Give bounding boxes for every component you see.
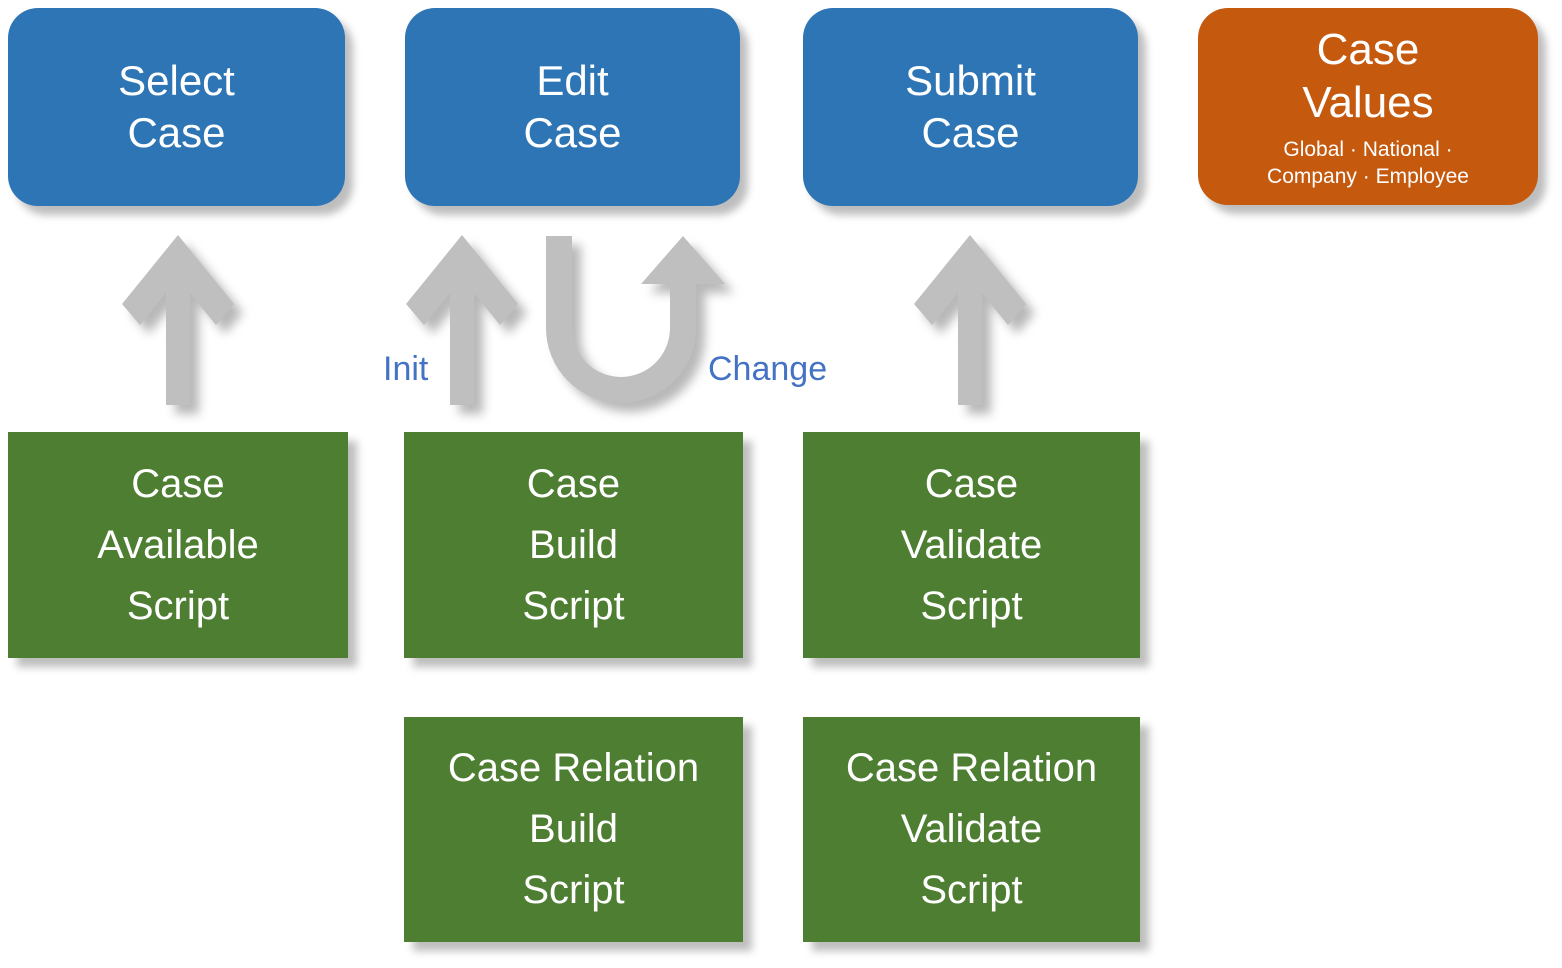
case-available-script-box: Case Available Script: [8, 432, 348, 658]
case-build-script-label: Case Build Script: [522, 461, 625, 628]
u-turn-arrow-icon-change: [546, 236, 696, 403]
case-values-box: Case Values Global · National · Company …: [1198, 8, 1538, 205]
change-label: Change: [708, 350, 828, 388]
up-arrow-icon-submit: [914, 235, 1026, 405]
case-values-title: Case Values: [1302, 25, 1434, 127]
case-build-script-box: Case Build Script: [404, 432, 743, 658]
submit-case-label: Submit Case: [905, 57, 1036, 156]
edit-case-box: Edit Case: [405, 8, 740, 206]
select-case-label: Select Case: [118, 57, 235, 156]
select-case-box: Select Case: [8, 8, 345, 206]
case-available-script-label: Case Available Script: [97, 461, 259, 628]
init-label: Init: [383, 350, 429, 388]
case-relation-build-script-label: Case Relation Build Script: [447, 746, 700, 912]
edit-case-label: Edit Case: [523, 57, 622, 156]
up-arrow-icon-select: [122, 235, 234, 405]
case-validate-script-label: Case Validate Script: [900, 461, 1043, 628]
case-relation-validate-script-box: Case Relation Validate Script: [803, 717, 1140, 942]
submit-case-box: Submit Case: [803, 8, 1138, 206]
case-relation-build-script-box: Case Relation Build Script: [404, 717, 743, 942]
u-turn-arrowhead-icon: [641, 236, 725, 284]
case-validate-script-box: Case Validate Script: [803, 432, 1140, 658]
case-relation-validate-script-label: Case Relation Validate Script: [845, 746, 1098, 912]
case-values-subtitle: Global · National · Company · Employee: [1267, 138, 1469, 188]
